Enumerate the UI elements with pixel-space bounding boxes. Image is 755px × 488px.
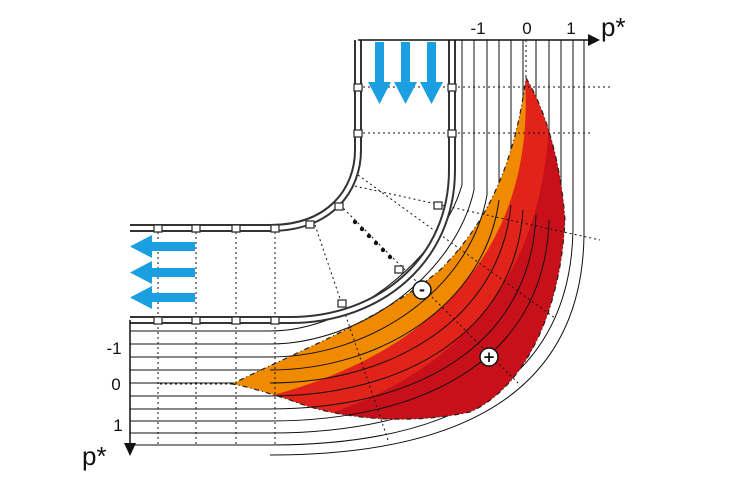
dotted-reference-lines bbox=[157, 40, 612, 445]
pressure-band-outer bbox=[232, 78, 565, 420]
down-arrow-icon bbox=[368, 42, 391, 104]
left-axis-tick-minus-one: -1 bbox=[106, 339, 121, 358]
bend-centerline-dots bbox=[352, 219, 393, 260]
positive-pressure-marker: + bbox=[479, 347, 499, 367]
outlet-flow-arrows bbox=[130, 235, 195, 309]
left-axis-arrow-icon bbox=[124, 443, 136, 456]
top-axis-tick-one: 1 bbox=[566, 19, 575, 38]
left-axis-tick-zero: 0 bbox=[111, 375, 120, 394]
negative-sign-label: - bbox=[419, 281, 425, 299]
left-axis-title: p* bbox=[82, 441, 107, 471]
top-axis-tick-zero: 0 bbox=[522, 19, 531, 38]
top-axis-arrow-icon bbox=[588, 34, 600, 46]
top-axis-title: p* bbox=[601, 12, 626, 42]
bottom-pressure-grid bbox=[130, 330, 270, 446]
left-arrow-icon bbox=[130, 261, 195, 284]
left-axis: -1 0 1 p* bbox=[82, 320, 136, 471]
pressure-outline bbox=[230, 76, 566, 420]
inlet-flow-arrows bbox=[368, 42, 443, 104]
left-arrow-icon bbox=[130, 286, 195, 309]
negative-pressure-marker: - bbox=[412, 280, 432, 300]
left-axis-tick-one: 1 bbox=[113, 416, 122, 435]
down-arrow-icon bbox=[394, 42, 417, 104]
pressure-taps bbox=[153, 83, 457, 325]
top-axis: -1 0 1 p* bbox=[358, 12, 626, 46]
left-arrow-icon bbox=[130, 235, 195, 258]
down-arrow-icon bbox=[420, 42, 443, 104]
top-axis-tick-minus-one: -1 bbox=[470, 19, 485, 38]
positive-sign-label: + bbox=[483, 348, 496, 366]
